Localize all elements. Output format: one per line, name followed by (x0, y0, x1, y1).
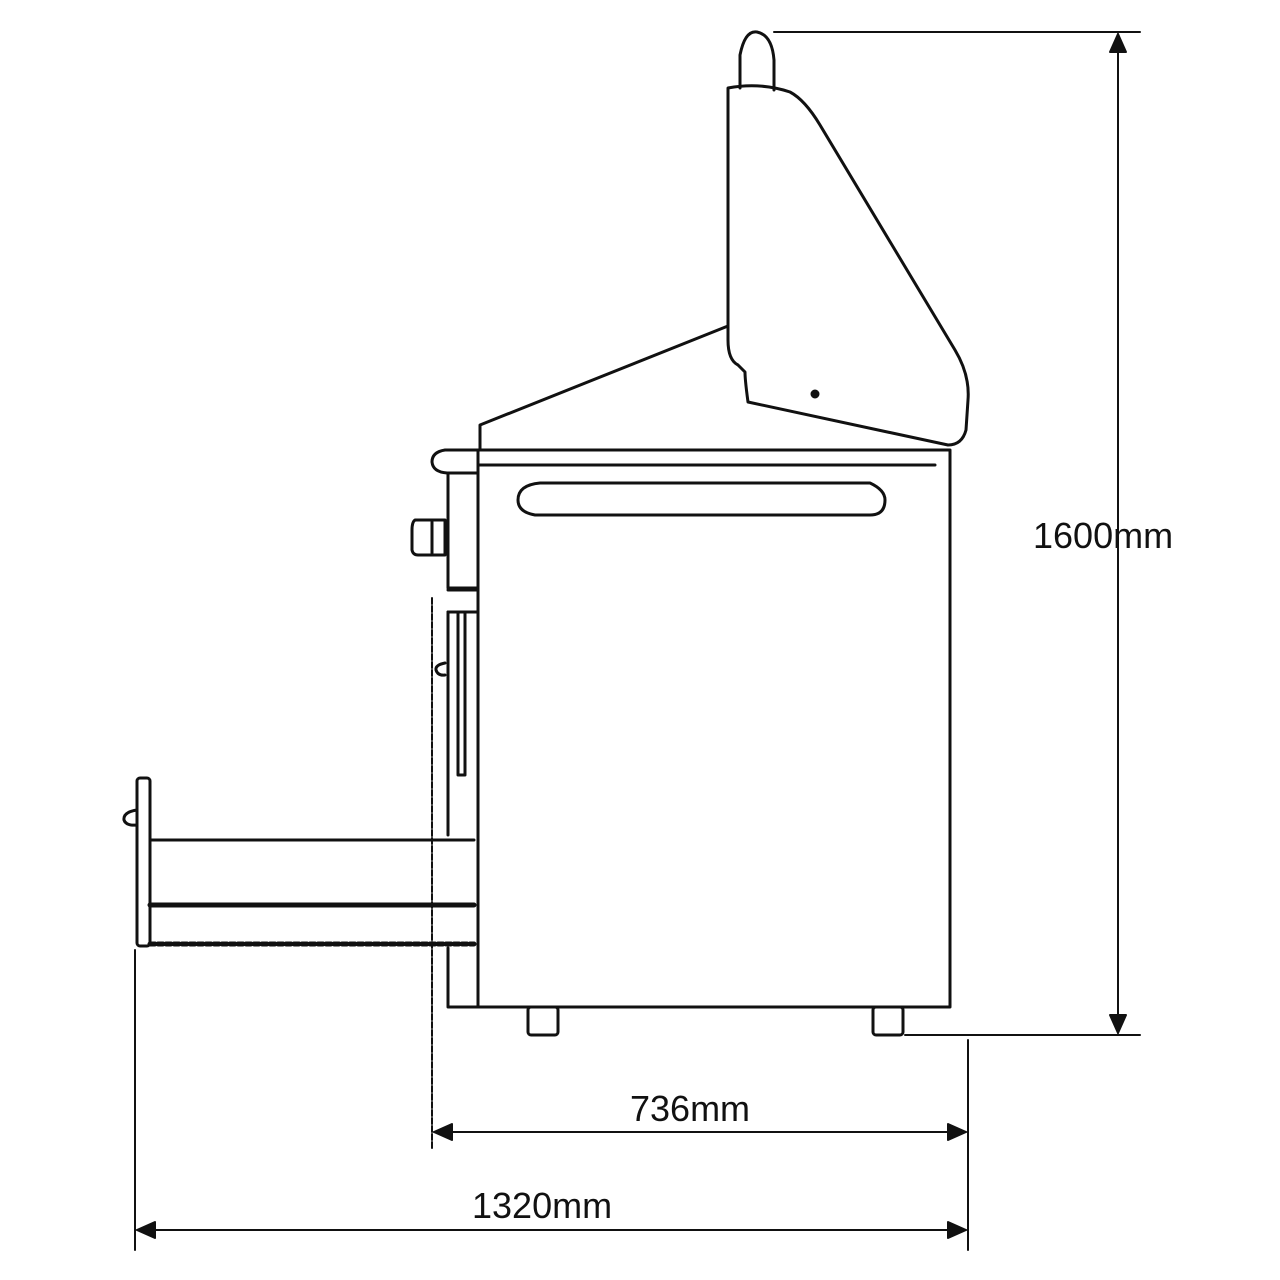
arrow-icon (433, 1123, 453, 1141)
height-label: 1600mm (1033, 515, 1174, 556)
hood-knob (738, 30, 776, 92)
door-handle (456, 610, 467, 777)
leg-front (526, 1005, 560, 1037)
control-panel (446, 471, 480, 590)
cooker-body (476, 448, 952, 1009)
rear-slope (478, 324, 730, 452)
control-knob (410, 518, 447, 557)
arrow-icon (1109, 1014, 1127, 1034)
side-handle-slot (516, 481, 887, 517)
door-hinge (434, 661, 447, 677)
plinth (446, 946, 480, 1009)
open-depth-label: 1320mm (472, 1185, 613, 1226)
hood (726, 84, 970, 447)
arrow-icon (947, 1123, 967, 1141)
leg-rear (871, 1005, 905, 1037)
arrow-icon (947, 1221, 967, 1239)
drawer-handle (122, 808, 139, 827)
arrow-icon (1109, 33, 1127, 53)
depth-label: 736mm (630, 1088, 751, 1129)
front-rail (430, 448, 480, 475)
drawer-front (135, 776, 152, 948)
hood-dot (810, 389, 820, 399)
arrow-icon (136, 1221, 156, 1239)
dimension-lines (134, 31, 1141, 1251)
